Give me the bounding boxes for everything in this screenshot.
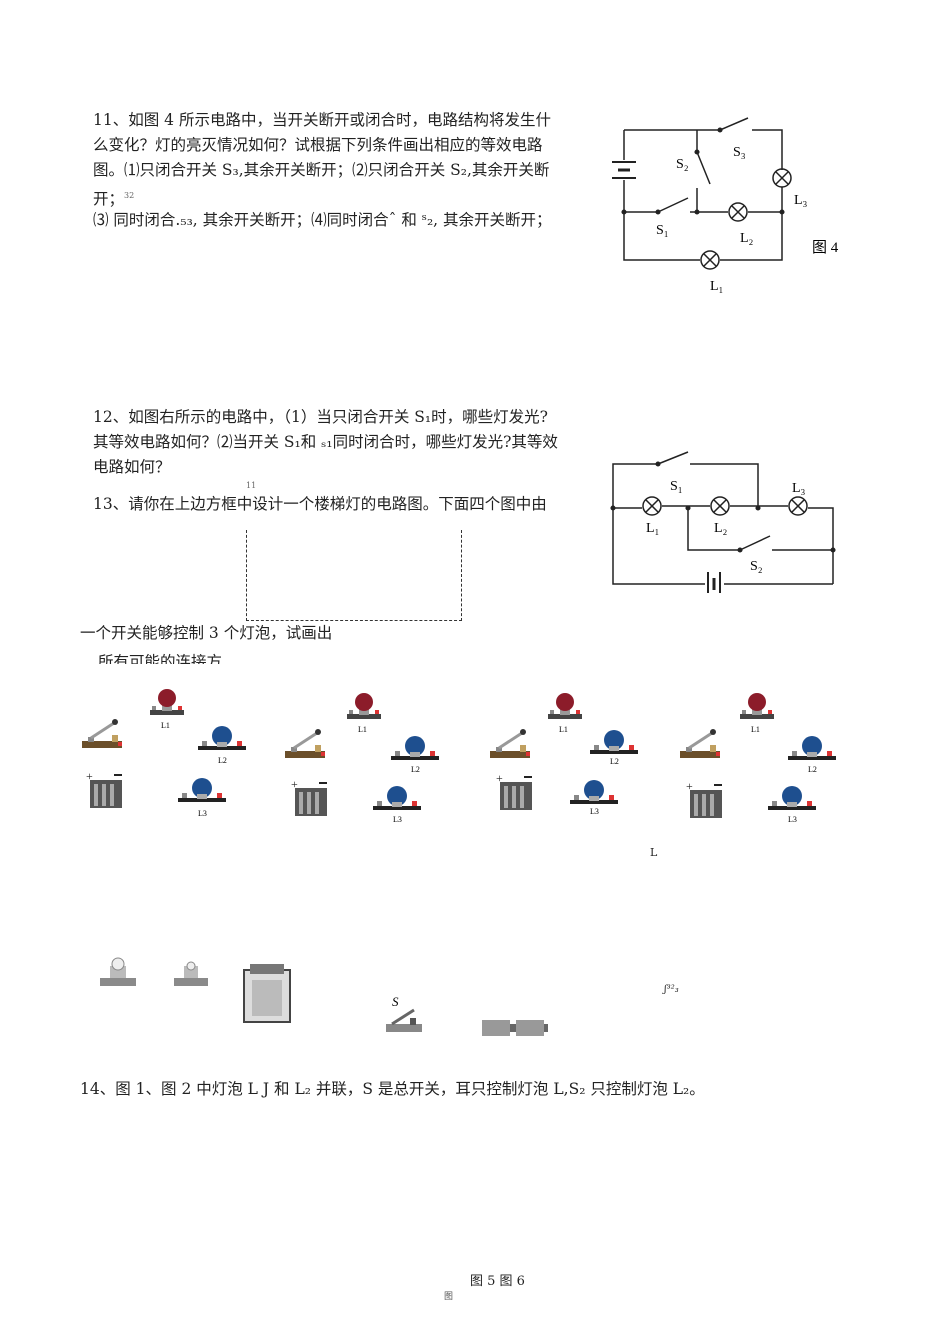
battery-icon <box>496 771 532 810</box>
fig12-battery <box>707 572 721 593</box>
fig4-lamp-l2 <box>728 202 748 222</box>
switch-icon <box>80 717 124 750</box>
bulb-icon <box>391 736 439 760</box>
label-l1: L1 <box>751 725 760 734</box>
fig12-lamp-l1 <box>642 496 662 516</box>
bulb-icon <box>590 730 638 754</box>
component-groups: + L1 L2 L3 L1 L2 L3 L1 L2 L3 <box>80 689 836 824</box>
label-l2: L2 <box>808 765 817 774</box>
fig4-label-l1: L₁ <box>710 279 723 294</box>
knife-switch-icon <box>386 1008 422 1032</box>
q13-line2: 一个开关能够控制 3 个灯泡，试画出 <box>80 624 333 642</box>
stray-label-l: L <box>650 846 658 859</box>
bulb-icon <box>347 693 381 719</box>
fig4-lamp-l3 <box>772 168 792 188</box>
battery-icon <box>86 769 122 808</box>
design-answer-box[interactable] <box>246 530 462 621</box>
fig4-switch-s2 <box>696 151 711 185</box>
q11-line4-mark: 32 <box>124 191 135 200</box>
fig12-circuit: S₁ L₁ L₂ L₃ S₂ <box>610 451 836 593</box>
label-switch-s: S <box>392 994 399 1009</box>
fig12-label-l2: L₂ <box>714 521 728 536</box>
component-group-1: L1 L2 L3 <box>80 689 246 818</box>
dual-battery-icon <box>482 1020 548 1036</box>
label-l2: L2 <box>411 765 420 774</box>
label-l3: L3 <box>393 815 402 824</box>
label-l1: L1 <box>358 725 367 734</box>
label-l2: L2 <box>610 757 619 766</box>
bulb-holder-icon-2 <box>174 961 208 986</box>
bulb-icon <box>198 726 246 750</box>
fig4-label-s1: S₁ <box>656 223 669 238</box>
fig4-label-l3: L₃ <box>794 193 808 208</box>
switch-icon <box>488 727 532 760</box>
battery-icon <box>686 779 722 818</box>
q11-line1: 11、如图 4 所示电路中，当开关断开或闭合时，电路结构将发生什 <box>93 111 551 129</box>
q11-line4-text: 开； <box>93 190 125 209</box>
q11-line5: ⑶ 同时闭合.₅₃, 其余开关断开；⑷同时闭合ˆ 和 ˢ₂, 其余开关断开； <box>93 211 552 229</box>
q13-line1: 13、请你在上边方框中设计一个楼梯灯的电路图。下面四个图中由 <box>93 495 547 513</box>
bulb-icon <box>548 693 582 719</box>
component-group-3: L1 L2 L3 <box>488 693 638 816</box>
switch-icon <box>283 727 327 760</box>
bulb-icon <box>768 786 816 810</box>
bulb-icon <box>788 736 836 760</box>
q11-line3: 图。⑴只闭合开关 S₃,其余开关断开；⑵只闭合开关 S₂,其余开关断 <box>93 161 550 179</box>
q12-line1: 12、如图右所示的电路中，（1）当只闭合开关 S₁时，哪些灯发光? <box>93 408 548 426</box>
fig12-label-l3: L₃ <box>792 481 806 496</box>
label-l2: L2 <box>218 756 227 765</box>
bulb-icon <box>373 786 421 810</box>
label-l1: L1 <box>559 725 568 734</box>
fig4-label-l2: L₂ <box>740 231 754 246</box>
figure-caption: 图 5 图 6 <box>470 1274 525 1289</box>
component-group-4: L1 L2 L3 <box>678 693 836 824</box>
q13-line3: 所有可能的连接方 <box>98 653 223 664</box>
q11-line4: 开；32 <box>93 183 134 212</box>
label-l3: L3 <box>590 807 599 816</box>
label-l3: L3 <box>788 815 797 824</box>
bulb-icon <box>178 778 226 802</box>
fig4-battery <box>612 161 636 179</box>
fig12-label-s2: S₂ <box>750 559 763 574</box>
switch-icon <box>678 727 722 760</box>
stray-mark: ʃ³²₃ <box>664 984 679 995</box>
battery-icon <box>291 777 327 816</box>
figure-sub: 图 <box>444 1292 454 1302</box>
fig4-label-s3: S₃ <box>733 145 746 160</box>
fig4-caption: 图 4 <box>812 239 839 256</box>
label-l3: L3 <box>198 809 207 818</box>
bulb-icon <box>740 693 774 719</box>
fig4-switch-s1 <box>657 197 689 213</box>
fig4-label-s2: S₂ <box>676 157 689 172</box>
bulb-holder-icon-1 <box>100 957 136 986</box>
fig4-lamp-l1 <box>700 250 720 270</box>
fig12-label-s1: S₁ <box>670 479 683 494</box>
fig4-circuit: S₃ S₂ S₁ L₃ L₂ L₁ 图 4 <box>612 117 839 294</box>
bulb-icon <box>150 689 184 715</box>
q12-line2: 其等效电路如何？⑵当开关 S₁和 ₛ₁同时闭合时，哪些灯发光?其等效 <box>93 433 558 451</box>
q12-line3: 电路如何？ <box>93 458 171 476</box>
fig12-lamp-l2 <box>710 496 730 516</box>
fig12-switch-s1 <box>657 451 689 465</box>
label-l1: L1 <box>161 721 170 730</box>
battery-box-icon <box>243 964 291 1023</box>
fig12-lamp-l3 <box>788 496 808 516</box>
component-group-2: L1 L2 L3 <box>283 693 439 824</box>
fig12-switch-s2 <box>739 535 771 551</box>
fig4-switch-s3 <box>719 117 749 131</box>
q12-marker: 11 <box>246 481 257 490</box>
loose-components: S <box>100 957 548 1036</box>
q14-line1: 14、图 1、图 2 中灯泡 L J 和 L₂ 并联，S 是总开关，耳只控制灯泡… <box>80 1080 705 1098</box>
fig12-label-l1: L₁ <box>646 521 659 536</box>
bulb-icon <box>570 780 618 804</box>
q11-line2: 么变化？灯的亮灭情况如何？试根据下列条件画出相应的等效电路 <box>93 136 543 154</box>
